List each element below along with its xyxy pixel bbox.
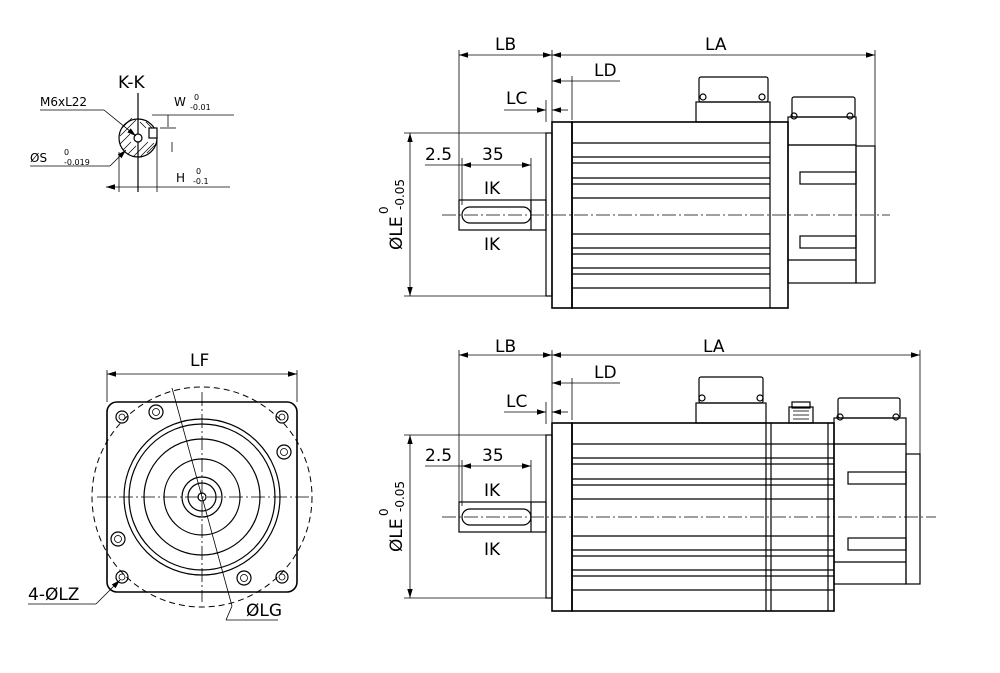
d35-label: 35 (482, 446, 504, 466)
bolt-circle-lz (91, 386, 313, 608)
la-label: LA (703, 337, 725, 357)
side-view-bottom: LB LA LD LC 2.5 35 IK IK ØLE 0 -0.05 (377, 337, 936, 612)
le-tol-upper: 0 (377, 206, 391, 214)
encoder-connector-cap (837, 397, 901, 419)
lc-label: LC (506, 392, 527, 412)
housing-detail (799, 235, 857, 249)
thread-leader (103, 109, 137, 137)
brake-connector (788, 406, 814, 424)
le-label: ØLE (387, 518, 407, 552)
le-label: ØLE (387, 216, 407, 250)
rear-cap (905, 453, 921, 585)
h-tol-upper: 0 (196, 167, 201, 176)
housing-detail (847, 471, 907, 485)
lg-diameter-line (171, 387, 233, 607)
thread-label: M6xL22 (40, 95, 87, 109)
lc-label: LC (506, 89, 527, 109)
ld-label: LD (594, 61, 617, 81)
rear-cap (855, 145, 876, 284)
key-bottom-label: IK (484, 540, 501, 560)
lg-label: ØLG (246, 601, 282, 621)
flange-pilot (545, 434, 553, 599)
encoder-connector-base (787, 116, 857, 146)
s-label: ØS (30, 151, 47, 165)
le-tol-lower: -0.05 (393, 481, 407, 512)
d25-label: 2.5 (425, 446, 452, 466)
lz-leader (95, 579, 121, 605)
encoder-housing (833, 443, 907, 585)
flange-pilot (545, 132, 553, 297)
encoder-connector-cap (791, 96, 856, 118)
s-tol-lower: -0.019 (64, 158, 90, 167)
cover-screws (110, 404, 292, 586)
s-tol-upper: 0 (64, 148, 69, 157)
encoder-housing (787, 144, 857, 284)
lb-label: LB (495, 35, 516, 55)
key-bottom-label: IK (484, 235, 501, 255)
keyway-slot (148, 127, 158, 139)
w-tol-lower: -0.01 (190, 103, 211, 112)
housing-detail (847, 537, 907, 551)
brake-connector-top (791, 401, 811, 409)
d35-label: 35 (482, 145, 504, 165)
w-label: W (174, 95, 186, 109)
lz-label: 4-ØLZ (28, 585, 79, 605)
h-label: H (176, 171, 185, 185)
lg-leader (225, 605, 233, 621)
front-flange-view: LF ØLG 4-ØLZ (28, 351, 313, 621)
power-connector-base (695, 402, 767, 424)
section-title: K-K (118, 73, 145, 93)
la-label: LA (705, 35, 727, 55)
mounting-holes (115, 410, 289, 584)
d25-label: 2.5 (425, 145, 452, 165)
ld-label: LD (594, 363, 617, 383)
housing-detail (799, 171, 857, 185)
lb-label: LB (495, 337, 516, 357)
power-connector-base (695, 101, 771, 123)
le-tol-lower: -0.05 (393, 179, 407, 210)
power-connector-cap (698, 76, 769, 103)
side-view-top: LB LA LD LC 2.5 35 IK IK ØLE 0 -0.05 (377, 35, 890, 309)
lf-label: LF (190, 351, 209, 371)
power-connector-cap (698, 376, 764, 404)
kk-section-view: K-K M6xL22 W 0 -0.01 ØS 0 -0.019 (30, 73, 234, 192)
w-tol-upper: 0 (194, 93, 199, 102)
h-tol-lower: -0.1 (193, 177, 209, 186)
key-top-label: IK (484, 481, 501, 501)
s-leader (109, 149, 127, 167)
encoder-connector-base (833, 417, 907, 445)
le-tol-upper: 0 (377, 508, 391, 516)
key-top-label: IK (484, 179, 501, 199)
